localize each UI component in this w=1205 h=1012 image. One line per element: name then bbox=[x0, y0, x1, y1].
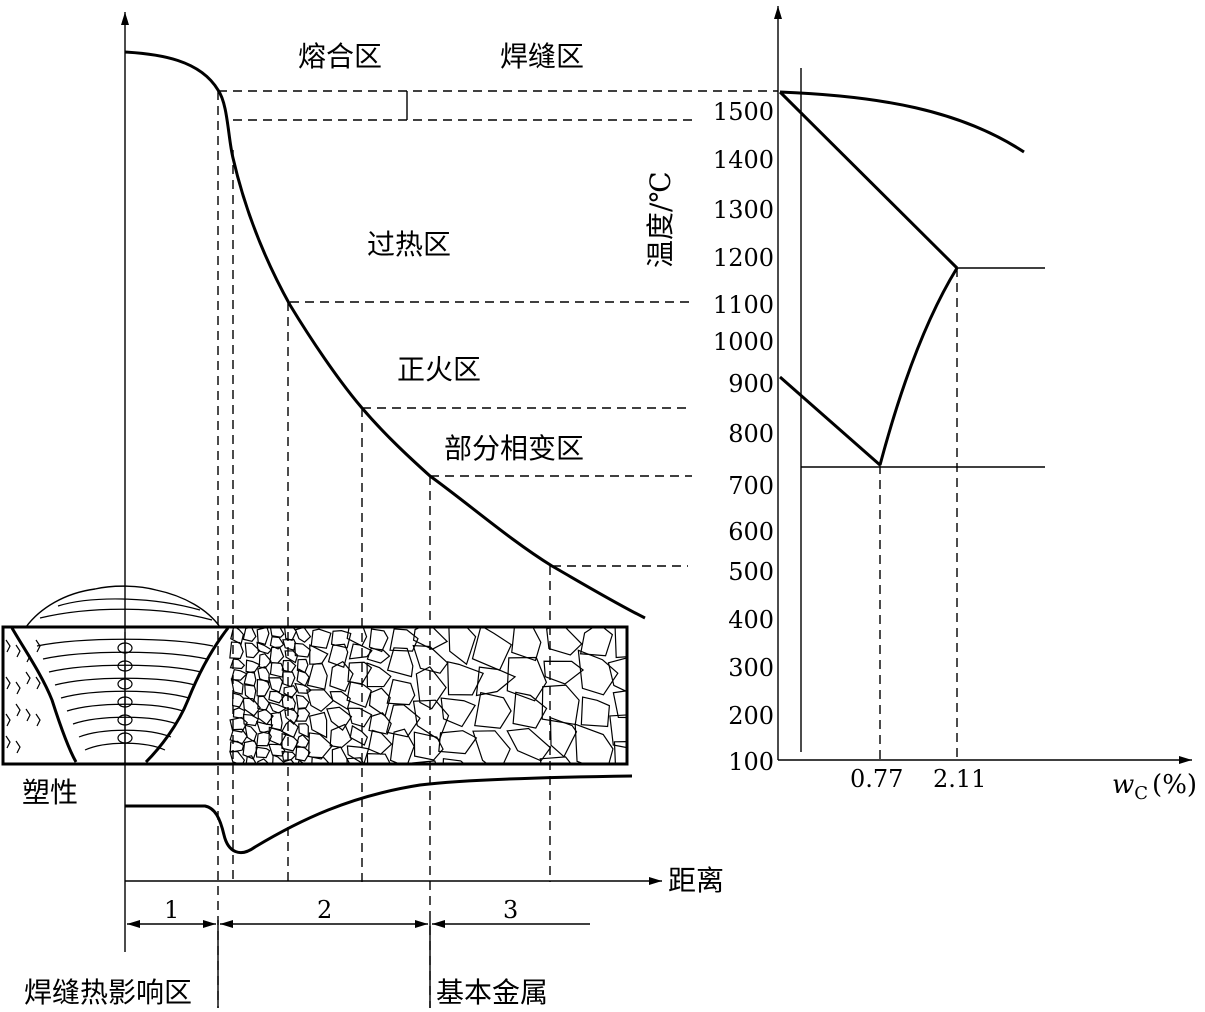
x-tick-0.77: 0.77 bbox=[850, 765, 903, 793]
plate-outline bbox=[1, 625, 629, 766]
plasticity-panel: 塑性 距离 bbox=[22, 774, 724, 897]
overheat-zone-label: 过热区 bbox=[367, 228, 451, 261]
y-tick-100: 100 bbox=[728, 748, 774, 776]
gamma-to-alpha-line bbox=[779, 375, 881, 467]
y-tick-900: 900 bbox=[728, 370, 774, 398]
temperature-axis-label: 温度/℃ bbox=[644, 171, 677, 268]
y-tick-500: 500 bbox=[728, 558, 774, 586]
microstructure bbox=[5, 627, 627, 764]
y-tick-1000: 1000 bbox=[713, 328, 774, 356]
weld-pool-boundary bbox=[10, 627, 78, 763]
weld-bead bbox=[25, 585, 221, 628]
weld-zone-label: 焊缝区 bbox=[500, 40, 584, 73]
y-tick-700: 700 bbox=[728, 472, 774, 500]
x-tick-2.11: 2.11 bbox=[933, 765, 986, 793]
y-tick-1200: 1200 bbox=[713, 244, 774, 272]
region-2-number: 2 bbox=[317, 896, 332, 924]
y-tick-1100: 1100 bbox=[713, 291, 774, 319]
acm-line bbox=[878, 267, 959, 466]
plasticity-label: 塑性 bbox=[22, 776, 78, 809]
partial-zone-label: 部分相变区 bbox=[444, 432, 584, 465]
phase-diagram-panel: 100 200 300 400 500 600 700 800 900 1000 1100 1200 1… bbox=[644, 6, 1197, 804]
carbon-axis-label: wC(%) bbox=[1112, 770, 1197, 804]
solidus-line bbox=[778, 90, 959, 270]
distance-label: 距离 bbox=[668, 864, 724, 897]
temperature-curve bbox=[124, 50, 646, 620]
y-tick-1500: 1500 bbox=[713, 98, 774, 126]
y-tick-1400: 1400 bbox=[713, 146, 774, 174]
weld-pool-boundary-right bbox=[144, 627, 230, 764]
weld-plate-section bbox=[1, 585, 629, 766]
temperature-ticks: 100 200 300 400 500 600 700 800 900 1000 1100 1200 1… bbox=[713, 98, 774, 776]
normalizing-zone-label: 正火区 bbox=[397, 353, 481, 386]
haz-label: 焊缝热影响区 bbox=[24, 976, 192, 1009]
y-tick-600: 600 bbox=[728, 518, 774, 546]
base-metal-label: 基本金属 bbox=[436, 976, 548, 1009]
y-tick-800: 800 bbox=[728, 420, 774, 448]
y-tick-300: 300 bbox=[728, 654, 774, 682]
region-1-number: 1 bbox=[164, 896, 179, 924]
y-tick-200: 200 bbox=[728, 702, 774, 730]
fusion-zone-label: 熔合区 bbox=[298, 40, 382, 73]
plasticity-curve bbox=[125, 774, 633, 855]
carbon-var: w bbox=[1112, 770, 1134, 800]
region-3-number: 3 bbox=[503, 896, 518, 924]
liquidus-line bbox=[779, 90, 1025, 154]
temperature-distribution-panel: 熔合区 焊缝区 过热区 正火区 部分相变区 bbox=[121, 12, 778, 1008]
y-tick-400: 400 bbox=[728, 606, 774, 634]
region-indicators: 1 2 3 焊缝热影响区 基本金属 bbox=[24, 896, 590, 1009]
carbon-unit: (%) bbox=[1152, 770, 1197, 800]
y-tick-1300: 1300 bbox=[713, 196, 774, 224]
carbon-sub: C bbox=[1134, 783, 1148, 804]
